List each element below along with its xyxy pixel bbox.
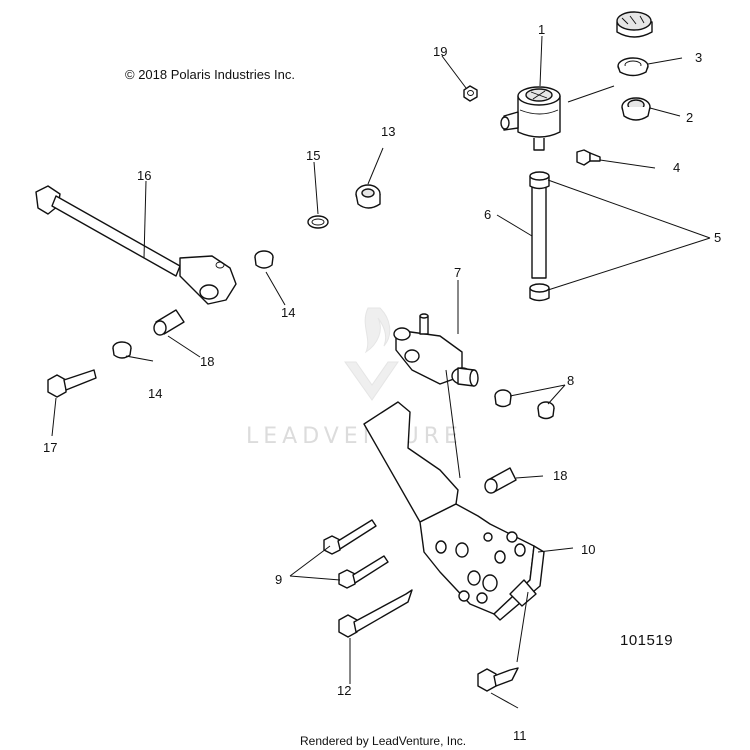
callouts: 1 2 3 4 5 6 7 8 9 10 11 12 13 14 14 15 1… [43,22,721,743]
callout-14-lower: 14 [148,386,162,401]
part-18-spacer-right [484,467,517,494]
part-8-grommet-right [537,401,555,420]
part-5-clamp-top [529,171,550,190]
part-8-grommet-left [494,389,512,408]
part-17-bolt [47,369,97,398]
callout-8: 8 [567,373,574,388]
callout-14-upper: 14 [281,305,295,320]
part-1-reservoir [500,86,561,151]
part-4-bolt [576,149,601,166]
callout-3: 3 [695,50,702,65]
callout-17: 17 [43,440,57,455]
callout-16: 16 [137,168,151,183]
callout-18-right: 18 [553,468,567,483]
callout-7: 7 [454,265,461,280]
part-9-bolt-lower [338,555,389,589]
callout-4: 4 [673,160,680,175]
callout-12: 12 [337,683,351,698]
watermark-logo [344,307,399,401]
callout-10: 10 [581,542,595,557]
callout-2: 2 [686,110,693,125]
part-9-bolt-upper [323,519,377,555]
callout-11: 11 [513,728,527,743]
part-12-bolt [338,589,413,638]
reservoir-cap [616,11,653,38]
callout-19: 19 [433,44,447,59]
callout-18-left: 18 [200,354,214,369]
watermark-text: LEADVENTURE [246,424,463,449]
figure-number: 101519 [620,632,673,649]
part-11-bolt [477,667,519,692]
callout-6: 6 [484,207,491,222]
rendered-by-text: Rendered by LeadVenture, Inc. [300,734,466,748]
part-13-bushing [355,184,381,209]
callout-9: 9 [275,572,282,587]
callout-1: 1 [538,22,545,37]
part-19-nut [463,85,478,102]
part-16-brake-rod [35,185,237,305]
callout-15: 15 [306,148,320,163]
part-14-bushing-lower [112,341,132,359]
part-15-clip [307,215,329,229]
copyright-text: © 2018 Polaris Industries Inc. [125,67,295,82]
part-2-seal [621,97,651,121]
part-14-bushing-upper [254,250,274,269]
leader-lines [51,35,711,709]
part-18-spacer-left [153,309,185,336]
part-5-clamp-bottom [529,283,550,302]
callout-5: 5 [714,230,721,245]
part-3-diaphragm [617,57,649,77]
callout-13: 13 [381,124,395,139]
part-7-master-cylinder [393,313,479,387]
part-10-pedal-bracket [363,401,545,621]
